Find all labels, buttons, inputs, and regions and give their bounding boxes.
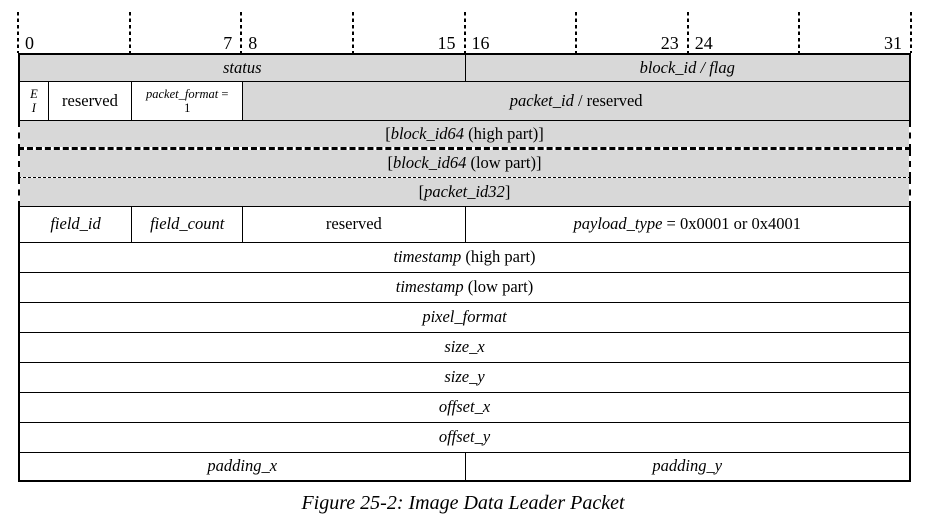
- cell-size-x: size_x: [20, 333, 909, 362]
- cell-packet-id-reserved: packet_id / reserved: [242, 82, 909, 120]
- cell-label-padding-y: padding_y: [652, 456, 723, 476]
- ruler-tick-bit-0: [17, 12, 19, 53]
- cell-timestamp-low: timestamp (low part): [20, 273, 909, 302]
- bit-label-15: 15: [437, 33, 456, 53]
- row-block-id64-high: [block_id64 (high part)]: [18, 121, 911, 150]
- cell-label-size-y: size_y: [444, 367, 485, 387]
- cell-label-packet-id-reserved: packet_id / reserved: [509, 90, 643, 110]
- row-pixel-format: pixel_format: [18, 303, 911, 333]
- cell-label-size-x: size_x: [444, 337, 485, 357]
- row-timestamp-low: timestamp (low part): [18, 273, 911, 303]
- cell-block-id64-low: [block_id64 (low part)]: [20, 150, 909, 177]
- cell-padding-x: padding_x: [20, 453, 465, 480]
- row-size-x: size_x: [18, 333, 911, 363]
- row-word2: field_id field_count reserved payload_type …: [18, 207, 911, 243]
- ruler-tick-bit-8: [240, 12, 243, 53]
- cell-field-id: field_id: [20, 207, 131, 242]
- cell-label-field-count: field_count: [150, 214, 225, 234]
- cell-size-y: size_y: [20, 363, 909, 392]
- row-offset-y: offset_y: [18, 423, 911, 453]
- ruler-tick-bit-16: [463, 12, 466, 53]
- cell-label-packet-id32: [packet_id32]: [418, 181, 511, 201]
- cell-label-status: status: [222, 57, 262, 77]
- cell-field-count: field_count: [131, 207, 242, 242]
- cell-label-block-id-flag: block_id / flag: [639, 57, 735, 77]
- cell-timestamp-high: timestamp (high part): [20, 243, 909, 272]
- ruler-tick-bit-32: [910, 12, 912, 53]
- bit-label-23: 23: [660, 33, 679, 53]
- cell-label-block-id64-low: [block_id64 (low part)]: [387, 153, 542, 173]
- cell-block-id-flag: block_id / flag: [464, 55, 909, 81]
- cell-label-offset-x: offset_x: [438, 397, 491, 417]
- bit-label-16: 16: [471, 33, 490, 53]
- cell-reserved-word2: reserved: [242, 207, 464, 242]
- cell-payload-type: payload_type = 0x0001 or 0x4001: [464, 207, 910, 242]
- row-block-id64-low: [block_id64 (low part)]: [18, 150, 911, 178]
- bit-label-31: 31: [884, 33, 902, 53]
- bit-label-8: 8: [248, 33, 258, 53]
- ruler-tick-bit-12: [351, 12, 354, 53]
- ruler-tick-bit-20: [575, 12, 578, 53]
- figure-caption: Figure 25-2: Image Data Leader Packet: [301, 492, 625, 514]
- cell-status: status: [20, 55, 465, 81]
- cell-label-reserved-bits: reserved: [62, 90, 118, 110]
- cell-label-timestamp-high: timestamp (high part): [393, 247, 536, 267]
- cell-label-field-id: field_id: [50, 214, 101, 234]
- cell-label-padding-x: padding_x: [207, 456, 278, 476]
- cell-offset-y: offset_y: [20, 423, 909, 452]
- row-padding: padding_x padding_y: [18, 453, 911, 482]
- row-size-y: size_y: [18, 363, 911, 393]
- ruler-tick-bit-28: [798, 12, 801, 53]
- cell-label-packet-format: packet_format =1: [145, 86, 229, 115]
- ruler-tick-bit-24: [686, 12, 689, 53]
- row-offset-x: offset_x: [18, 393, 911, 423]
- cell-label-payload-type: payload_type = 0x0001 or 0x4001: [573, 214, 801, 234]
- cell-packet-format: packet_format =1: [131, 82, 242, 120]
- cell-label-block-id64-high: [block_id64 (high part)]: [385, 123, 544, 143]
- row-status-blockid: status block_id / flag: [18, 53, 911, 82]
- cell-pixel-format: pixel_format: [20, 303, 909, 332]
- cell-label-timestamp-low: timestamp (low part): [395, 277, 534, 297]
- cell-label-pixel-format: pixel_format: [422, 307, 507, 327]
- cell-packet-id32: [packet_id32]: [20, 178, 909, 206]
- bit-label-7: 7: [223, 33, 233, 53]
- row-timestamp-high: timestamp (high part): [18, 243, 911, 273]
- cell-label-offset-y: offset_y: [438, 427, 491, 447]
- cell-reserved-bits: reserved: [47, 82, 131, 120]
- cell-block-id64-high: [block_id64 (high part)]: [20, 121, 909, 147]
- bit-label-0: 0: [25, 33, 34, 53]
- ruler-tick-bit-4: [128, 12, 131, 53]
- row-packet-id32: [packet_id32]: [18, 178, 911, 207]
- cell-label-reserved-word2: reserved: [325, 214, 382, 234]
- cell-padding-y: padding_y: [464, 453, 910, 480]
- cell-offset-x: offset_x: [20, 393, 909, 422]
- bit-label-24: 24: [694, 33, 713, 53]
